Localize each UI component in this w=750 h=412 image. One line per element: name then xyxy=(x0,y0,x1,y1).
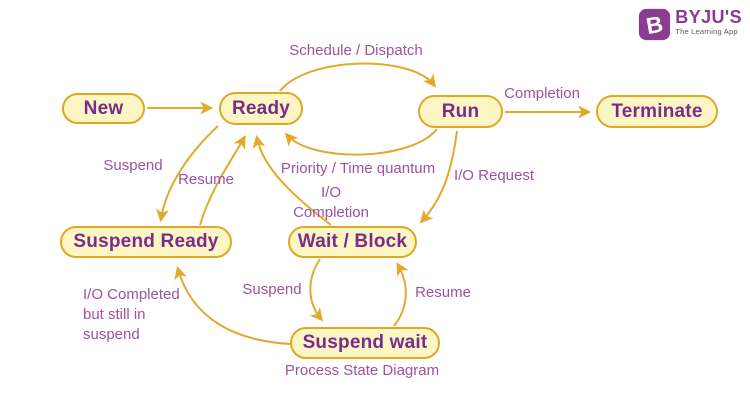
byjus-b-icon: B xyxy=(639,8,671,41)
state-terminate: Terminate xyxy=(596,95,718,128)
state-run-label: Run xyxy=(441,100,480,122)
transition-resume-wait-label: Resume xyxy=(415,284,471,301)
state-suspend-ready: Suspend Ready xyxy=(60,226,232,258)
state-new: New xyxy=(62,93,145,124)
transition-resume-wait-arrow xyxy=(393,262,409,327)
transition-suspend-wait-label: Suspend xyxy=(242,281,302,298)
state-wait-block-label: Wait / Block xyxy=(297,231,408,252)
state-suspend-wait: Suspend wait xyxy=(290,327,440,359)
transition-schedule-dispatch-label: Schedule / Dispatch xyxy=(289,42,423,59)
byjus-logo: B BYJU'S The Learning App xyxy=(638,8,742,41)
transition-suspend-wait-arrow xyxy=(309,258,324,322)
transition-resume-ready-label: Resume xyxy=(178,171,234,188)
transition-suspend-ready-label: Suspend xyxy=(103,157,163,174)
state-new-label: New xyxy=(83,97,124,119)
byjus-logo-text: BYJU'S The Learning App xyxy=(675,8,742,36)
state-suspend-wait-label: Suspend wait xyxy=(302,332,428,353)
io-completed-line-2: but still in xyxy=(83,306,146,323)
transition-io-request-arrow xyxy=(419,130,458,224)
io-completion-line-2: Completion xyxy=(293,204,369,221)
transition-io-completed-suspend-label: I/O Completed but still in suspend xyxy=(83,285,193,345)
svg-text:B: B xyxy=(644,11,665,39)
state-ready-label: Ready xyxy=(231,97,291,119)
state-run: Run xyxy=(418,95,503,128)
state-terminate-label: Terminate xyxy=(611,100,703,122)
transition-io-completion-arrow xyxy=(252,134,332,226)
state-wait-block: Wait / Block xyxy=(288,226,417,258)
state-ready: Ready xyxy=(219,92,303,125)
byjus-tagline: The Learning App xyxy=(675,27,738,36)
transition-schedule-dispatch-arrow xyxy=(279,62,436,92)
diagram-caption: Process State Diagram xyxy=(284,362,440,379)
transition-suspend-ready-arrow xyxy=(156,125,219,223)
transition-priority-time-quantum-arrow xyxy=(284,128,438,156)
transition-io-request-label: I/O Request xyxy=(453,167,535,184)
transition-resume-ready-arrow xyxy=(199,135,246,226)
byjus-brand-name: BYJU'S xyxy=(675,7,742,27)
transition-io-completion-label: I/O Completion xyxy=(293,183,369,223)
io-completed-line-3: suspend xyxy=(83,326,140,343)
state-suspend-ready-label: Suspend Ready xyxy=(73,231,219,252)
transition-priority-time-quantum-label: Priority / Time quantum xyxy=(280,160,436,177)
io-completed-line-1: I/O Completed xyxy=(83,286,180,303)
io-completion-line-1: I/O xyxy=(320,184,341,201)
transition-io-completed-suspend-arrow xyxy=(174,265,292,345)
transition-completion-label: Completion xyxy=(504,85,580,102)
